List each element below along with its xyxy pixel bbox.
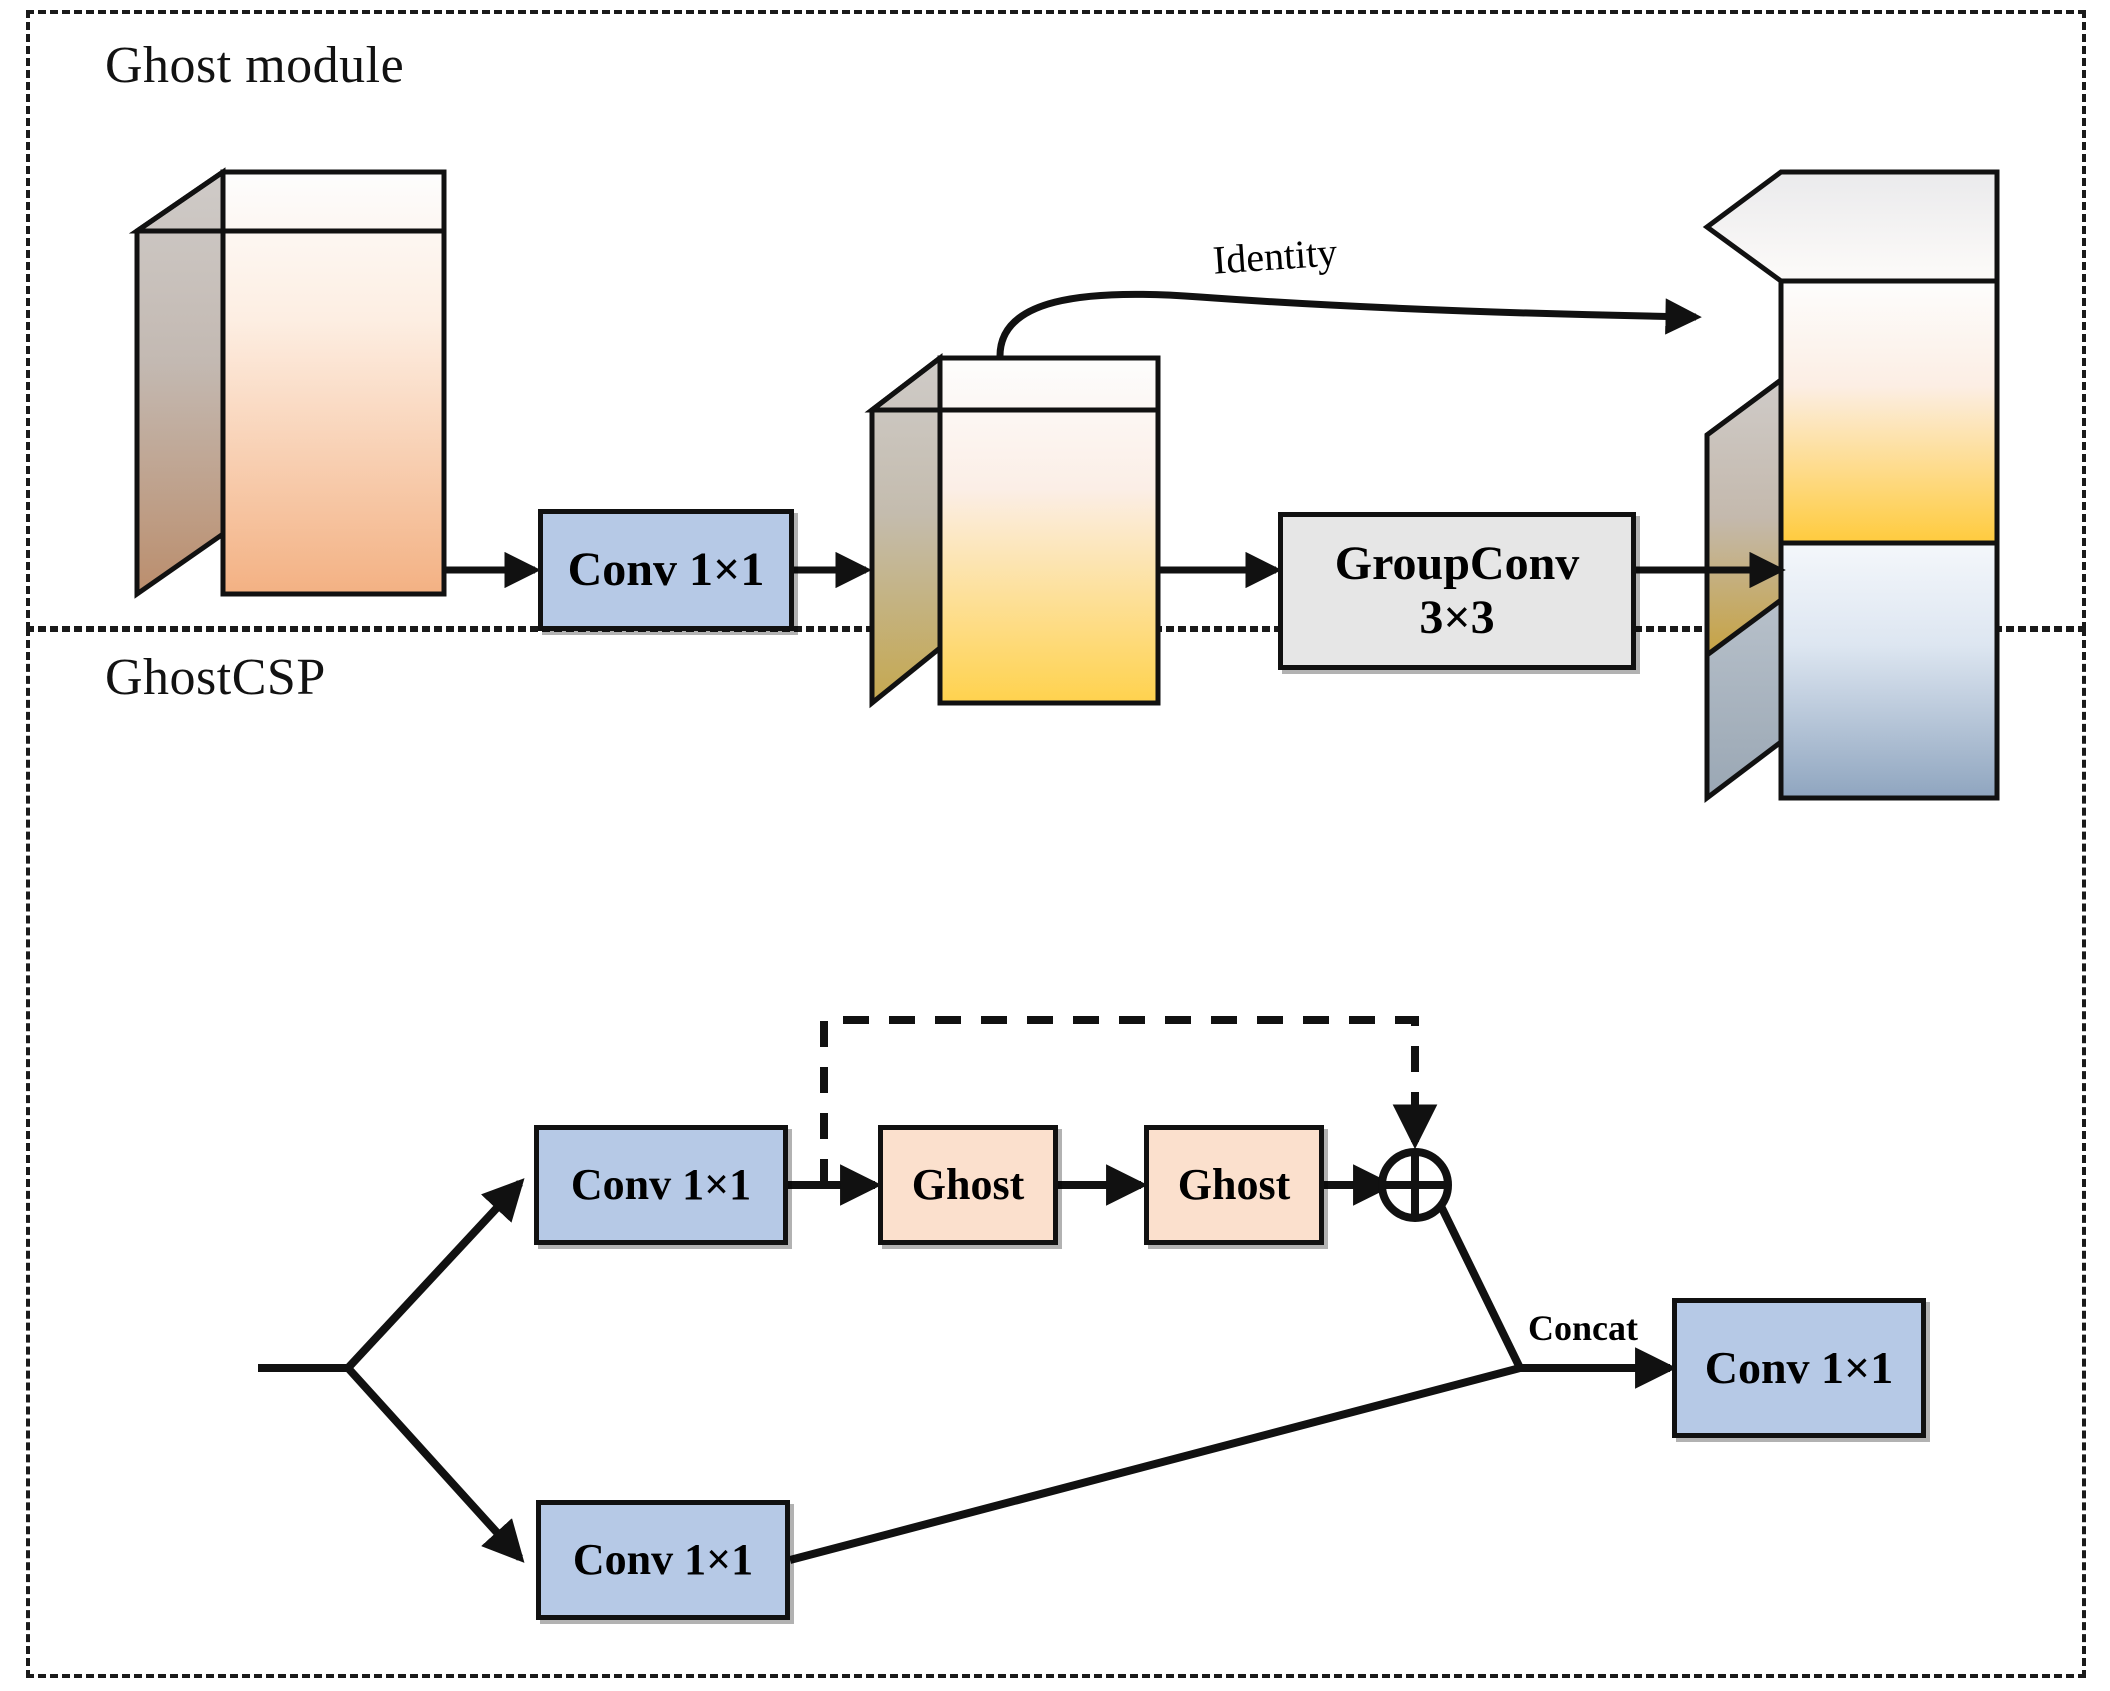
ghostcsp-ghost2-label: Ghost bbox=[1177, 1160, 1291, 1210]
ghostcsp-ghost2-box[interactable]: Ghost bbox=[1144, 1125, 1324, 1245]
identity-edge-label: Identity bbox=[1211, 229, 1339, 283]
ghostcsp-top-branch-conv-label: Conv 1×1 bbox=[570, 1160, 752, 1210]
mid-cube-top-outline bbox=[864, 355, 1161, 413]
ghostcsp-bottom-branch-conv-box[interactable]: Conv 1×1 bbox=[536, 1500, 790, 1620]
ghostcsp-bottom-branch-conv-label: Conv 1×1 bbox=[572, 1535, 754, 1585]
ghostcsp-output-conv-label: Conv 1×1 bbox=[1704, 1342, 1894, 1394]
input-prism-top-outline bbox=[128, 169, 447, 234]
ghost-module-title: Ghost module bbox=[105, 37, 405, 94]
ghost-module-groupconv-label-line2: 3×3 bbox=[1419, 591, 1495, 644]
ghostcsp-title: GhostCSP bbox=[105, 649, 326, 706]
ghost-module-groupconv-label-line1: GroupConv bbox=[1334, 537, 1580, 591]
output-prism-lower-front-face bbox=[1778, 540, 2000, 801]
output-prism-upper-front-face bbox=[1778, 278, 2000, 546]
ghostcsp-ghost1-label: Ghost bbox=[911, 1160, 1025, 1210]
ghostcsp-ghost1-box[interactable]: Ghost bbox=[878, 1125, 1058, 1245]
output-prism-top-face bbox=[1702, 169, 2000, 284]
ghost-module-groupconv-box[interactable]: GroupConv 3×3 bbox=[1278, 512, 1636, 670]
ghost-module-conv1x1-label: Conv 1×1 bbox=[567, 543, 765, 597]
input-prism-side-face bbox=[134, 167, 226, 599]
concat-edge-label: Concat bbox=[1528, 1308, 1638, 1348]
ghostcsp-output-conv-box[interactable]: Conv 1×1 bbox=[1672, 1298, 1926, 1438]
intrinsic-feature-cube bbox=[864, 352, 1161, 709]
ghost-module-conv1x1-box[interactable]: Conv 1×1 bbox=[538, 509, 794, 631]
input-prism-front-face bbox=[220, 169, 447, 597]
ghostcsp-top-branch-conv-box[interactable]: Conv 1×1 bbox=[534, 1125, 788, 1245]
input-feature-prism bbox=[128, 167, 447, 599]
output-feature-prism bbox=[1702, 169, 2000, 804]
